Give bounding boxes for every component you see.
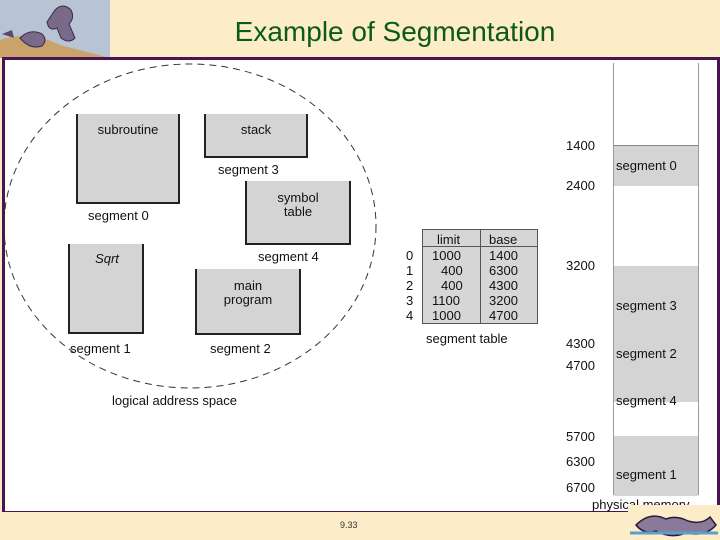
segment-table-base: 6300	[489, 263, 518, 278]
physical-segment-3: segment 3	[616, 298, 677, 313]
logical-segment-main-line2: program	[223, 292, 273, 307]
diagram-frame	[2, 57, 720, 514]
logical-segment-symbol-table	[245, 181, 351, 245]
logical-segment-symbol-line1: symbol	[277, 190, 319, 205]
segment-table-index: 2	[406, 278, 414, 293]
address-label: 1400	[566, 138, 595, 153]
segment-table-index: 3	[406, 293, 414, 308]
dinosaur-footer-icon	[628, 505, 720, 540]
address-label: 6700	[566, 480, 595, 495]
segment-table-base: 4300	[489, 278, 518, 293]
segment-table-limit: 400	[441, 278, 463, 293]
physical-segment-1: segment 1	[616, 467, 677, 482]
physical-segment-2: segment 2	[616, 346, 677, 361]
dinosaur-logo-icon	[0, 0, 110, 58]
address-label: 2400	[566, 178, 595, 193]
page-number: 9.33	[340, 520, 358, 530]
segment-table-base: 1400	[489, 248, 518, 263]
physical-segment-4: segment 4	[616, 393, 677, 408]
segment-table-limit: 1100	[432, 293, 460, 308]
logical-segment-2-label: segment 2	[210, 341, 271, 356]
segment-table-base: 3200	[489, 293, 518, 308]
logical-segment-1-label: segment 1	[70, 341, 131, 356]
segment-table-limit: 1000	[432, 248, 461, 263]
segment-table-limit: 1000	[432, 308, 461, 323]
segment-table	[422, 229, 538, 324]
logical-address-space-caption: logical address space	[112, 393, 238, 408]
logical-segment-4-label: segment 4	[258, 249, 319, 264]
logical-segment-sqrt-text: Sqrt	[95, 251, 119, 266]
segment-table-header-base: base	[489, 232, 518, 247]
segment-table-limit: 400	[441, 263, 463, 278]
slide-footer	[0, 512, 720, 540]
logical-segment-stack	[204, 114, 308, 158]
segment-table-index: 4	[406, 308, 414, 323]
address-label: 4700	[566, 358, 595, 373]
address-label: 4300	[566, 336, 595, 351]
address-label: 6300	[566, 454, 595, 469]
logical-segment-3-label: segment 3	[218, 162, 279, 177]
logical-address-space-outline	[3, 63, 377, 389]
logical-segment-subroutine	[76, 114, 180, 204]
segment-table-header-limit: limit	[437, 232, 461, 247]
logical-segment-main-line1: main	[233, 278, 263, 293]
logical-segment-main-program	[195, 269, 301, 335]
segment-table-caption: segment table	[426, 331, 508, 346]
logical-segment-sqrt	[68, 244, 144, 334]
segment-table-base: 4700	[489, 308, 518, 323]
physical-memory-column	[613, 63, 699, 496]
logical-segment-symbol-line2: table	[283, 204, 313, 219]
slide-title: Example of Segmentation	[234, 16, 556, 47]
logical-segment-subroutine-text: subroutine	[97, 122, 159, 137]
address-label: 3200	[566, 258, 595, 273]
logical-segment-stack-text: stack	[240, 122, 272, 137]
slide-header: Example of Segmentation	[0, 0, 720, 58]
segment-table-index: 1	[406, 263, 414, 278]
address-label: 5700	[566, 429, 595, 444]
segment-table-index: 0	[406, 248, 414, 263]
physical-segment-0: segment 0	[616, 158, 677, 173]
logical-segment-0-label: segment 0	[88, 208, 149, 223]
